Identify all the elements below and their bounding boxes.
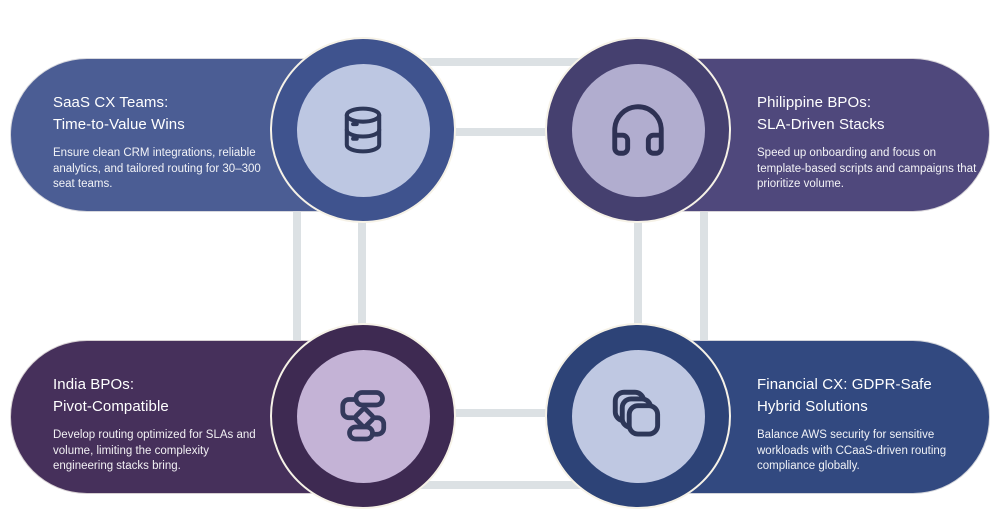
card-title: SaaS CX Teams: Time-to-Value Wins (53, 94, 185, 133)
database-icon (344, 106, 382, 154)
card-body: Balance AWS security for sensitive workl… (757, 429, 947, 472)
card-body: Ensure clean CRM integrations, reliable … (53, 147, 261, 190)
card-title: Financial CX: GDPR-Safe Hybrid Solutions (757, 376, 932, 415)
card-title: India BPOs: Pivot-Compatible (53, 376, 169, 415)
node-inner-circle (571, 349, 705, 483)
inner-connector-loop (358, 128, 642, 417)
card-text-block: SaaS CX Teams: Time-to-Value Wins Ensure… (53, 92, 285, 193)
card-body: Develop routing optimized for SLAs and v… (53, 429, 256, 472)
headphones-icon (612, 104, 664, 156)
node-financial-cx (545, 323, 731, 509)
card-body: Speed up onboarding and focus on templat… (757, 147, 977, 190)
node-india-bpos (270, 323, 456, 509)
card-text-block: India BPOs: Pivot-Compatible Develop rou… (53, 374, 285, 475)
node-inner-circle (296, 349, 430, 483)
workflow-icon (340, 390, 387, 442)
card-title: Philippine BPOs: SLA-Driven Stacks (757, 94, 885, 133)
node-saas-cx-teams (270, 37, 456, 223)
node-inner-circle (571, 63, 705, 197)
node-philippine-bpos (545, 37, 731, 223)
card-text-block: Financial CX: GDPR-Safe Hybrid Solutions… (757, 374, 1000, 475)
stacked-squares-icon (612, 389, 661, 437)
card-text-block: Philippine BPOs: SLA-Driven Stacks Speed… (757, 92, 1000, 193)
outer-connector-loop (293, 58, 708, 489)
node-inner-circle (296, 63, 430, 197)
